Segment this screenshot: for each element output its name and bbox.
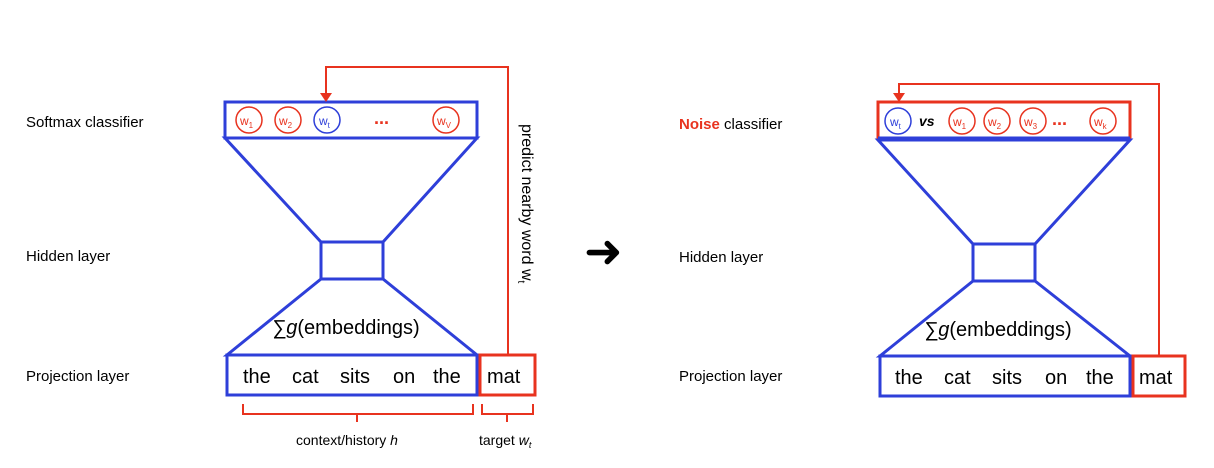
label-projection-layer-left: Projection layer bbox=[26, 368, 130, 385]
predict-nearby-label: predict nearby word wt bbox=[515, 124, 535, 284]
svg-text:wV: wV bbox=[436, 114, 452, 130]
noise-word-3: w3 bbox=[1019, 107, 1047, 135]
prediction-path-right bbox=[898, 83, 1160, 356]
transform-arrow-icon: ➜ bbox=[584, 225, 623, 277]
svg-text:wt: wt bbox=[318, 114, 331, 130]
softmax-word-1: w1 bbox=[235, 106, 263, 134]
projection-box-right bbox=[878, 354, 1132, 398]
context-word-right: the bbox=[1086, 367, 1114, 389]
context-brace bbox=[242, 404, 474, 422]
embeddings-label-right: ∑g(embeddings) bbox=[924, 319, 1072, 341]
vs-label: vs bbox=[919, 113, 935, 129]
prediction-arrowhead-right-icon bbox=[893, 93, 905, 102]
context-word-right: sits bbox=[992, 367, 1022, 389]
svg-text:wt: wt bbox=[889, 115, 902, 131]
noise-word-2: w2 bbox=[983, 107, 1011, 135]
upper-funnel-right bbox=[874, 138, 1134, 246]
projection-box-left bbox=[225, 353, 479, 397]
upper-funnel bbox=[221, 136, 481, 244]
label-hidden-layer-left: Hidden layer bbox=[26, 248, 111, 265]
softmax-word-2: w2 bbox=[274, 106, 302, 134]
noise-target-word: wt bbox=[884, 107, 912, 135]
prediction-arrowhead-icon bbox=[320, 93, 332, 102]
noise-classifier-rest: classifier bbox=[719, 116, 783, 133]
context-word: sits bbox=[340, 366, 370, 388]
noise-word-k: wk bbox=[1089, 107, 1117, 135]
context-word-right: the bbox=[895, 367, 923, 389]
target-word-left: mat bbox=[487, 366, 521, 388]
prediction-path bbox=[325, 66, 509, 355]
target-caption: target wt bbox=[479, 432, 532, 450]
context-word-right: cat bbox=[944, 367, 971, 389]
label-softmax-classifier: Softmax classifier bbox=[26, 114, 144, 131]
noise-highlight: Noise bbox=[679, 116, 720, 133]
label-noise-classifier: Noise classifier bbox=[679, 116, 782, 133]
noise-word-1: w1 bbox=[948, 107, 976, 135]
context-word: cat bbox=[292, 366, 319, 388]
target-word-right: mat bbox=[1139, 367, 1173, 389]
svg-text:w2: w2 bbox=[987, 115, 1002, 131]
svg-text:w3: w3 bbox=[1023, 115, 1038, 131]
context-word-right: on bbox=[1045, 367, 1067, 389]
svg-text:w1: w1 bbox=[952, 115, 967, 131]
label-projection-layer-right: Projection layer bbox=[679, 368, 783, 385]
softmax-ellipsis: ... bbox=[374, 108, 389, 128]
svg-text:w1: w1 bbox=[239, 114, 254, 130]
target-brace bbox=[481, 404, 534, 422]
embeddings-label-left: ∑g(embeddings) bbox=[272, 317, 420, 339]
svg-text:wk: wk bbox=[1093, 115, 1108, 131]
softmax-word-v: wV bbox=[432, 106, 460, 134]
label-hidden-layer-right: Hidden layer bbox=[679, 249, 764, 266]
hidden-box-left bbox=[319, 240, 385, 281]
context-word: the bbox=[433, 366, 461, 388]
context-history-caption: context/history h bbox=[296, 432, 398, 448]
noise-ellipsis: ... bbox=[1052, 109, 1067, 129]
context-word: on bbox=[393, 366, 415, 388]
softmax-word-t: wt bbox=[313, 106, 341, 134]
hidden-box-right bbox=[971, 242, 1037, 283]
context-word: the bbox=[243, 366, 271, 388]
svg-text:w2: w2 bbox=[278, 114, 293, 130]
